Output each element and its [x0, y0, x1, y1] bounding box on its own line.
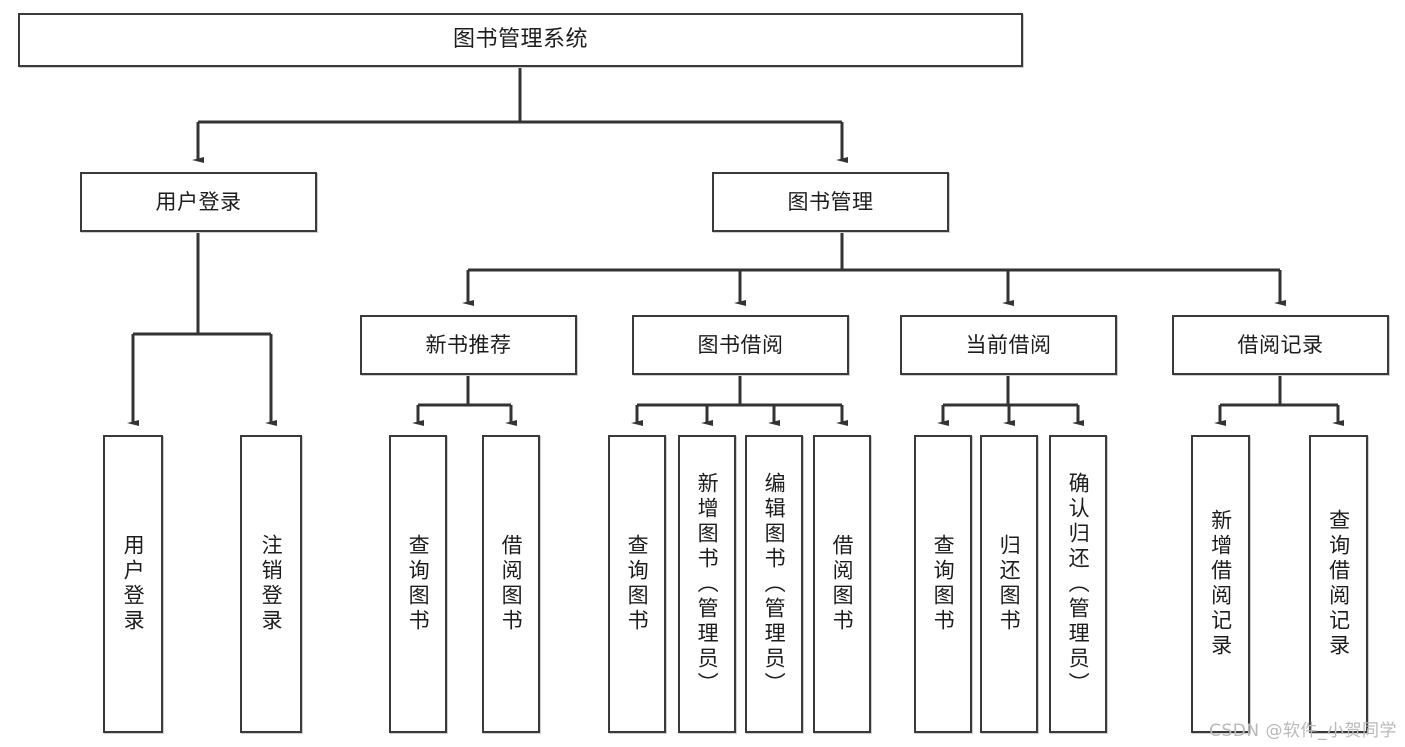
leaf-borrow-record-0-label: 新增借阅记录: [1208, 509, 1233, 659]
leaf-book-borrow-1-label: 新增图书（管理员）: [695, 471, 720, 697]
node-book-borrow-label: 图书借阅: [697, 332, 784, 357]
node-current-borrow[interactable]: 当前借阅: [900, 315, 1117, 375]
leaf-borrow-record-1[interactable]: 查询借阅记录: [1309, 435, 1368, 733]
node-book-manage-label: 图书管理: [787, 189, 874, 214]
leaf-user-login-0[interactable]: 用户登录: [103, 435, 163, 733]
leaf-book-borrow-3-label: 借阅图书: [830, 534, 855, 634]
leaf-user-login-1-label: 注销登录: [259, 534, 284, 634]
watermark-text: CSDN @软件_小贺同学: [1209, 721, 1397, 741]
node-current-borrow-label: 当前借阅: [965, 332, 1052, 357]
leaf-book-borrow-0[interactable]: 查询图书: [608, 435, 666, 733]
leaf-borrow-record-1-label: 查询借阅记录: [1326, 509, 1351, 659]
leaf-book-borrow-2[interactable]: 编辑图书（管理员）: [745, 435, 803, 733]
node-book-borrow[interactable]: 图书借阅: [632, 315, 849, 375]
node-new-book-recommend-label: 新书推荐: [425, 332, 512, 357]
node-borrow-record-label: 借阅记录: [1237, 332, 1324, 357]
leaf-user-login-0-label: 用户登录: [121, 534, 146, 634]
leaf-current-borrow-2[interactable]: 确认归还（管理员）: [1049, 435, 1107, 733]
leaf-book-borrow-0-label: 查询图书: [625, 534, 650, 634]
leaf-current-borrow-0[interactable]: 查询图书: [914, 435, 972, 733]
leaf-borrow-record-0[interactable]: 新增借阅记录: [1191, 435, 1250, 733]
node-user-login-label: 用户登录: [155, 189, 242, 214]
node-root-label: 图书管理系统: [452, 27, 588, 53]
leaf-new-book-1[interactable]: 借阅图书: [482, 435, 540, 733]
node-borrow-record[interactable]: 借阅记录: [1172, 315, 1389, 375]
node-new-book-recommend[interactable]: 新书推荐: [360, 315, 577, 375]
leaf-current-borrow-0-label: 查询图书: [931, 534, 956, 634]
leaf-current-borrow-1[interactable]: 归还图书: [980, 435, 1038, 733]
node-user-login[interactable]: 用户登录: [80, 172, 317, 232]
node-root[interactable]: 图书管理系统: [18, 13, 1023, 67]
leaf-new-book-1-label: 借阅图书: [499, 534, 524, 634]
leaf-user-login-1[interactable]: 注销登录: [240, 435, 302, 733]
node-book-manage[interactable]: 图书管理: [712, 172, 949, 232]
leaf-book-borrow-2-label: 编辑图书（管理员）: [762, 471, 787, 697]
leaf-book-borrow-3[interactable]: 借阅图书: [813, 435, 871, 733]
leaf-book-borrow-1[interactable]: 新增图书（管理员）: [678, 435, 736, 733]
leaf-current-borrow-1-label: 归还图书: [997, 534, 1022, 634]
leaf-new-book-0-label: 查询图书: [406, 534, 431, 634]
leaf-new-book-0[interactable]: 查询图书: [389, 435, 447, 733]
leaf-current-borrow-2-label: 确认归还（管理员）: [1066, 471, 1091, 697]
